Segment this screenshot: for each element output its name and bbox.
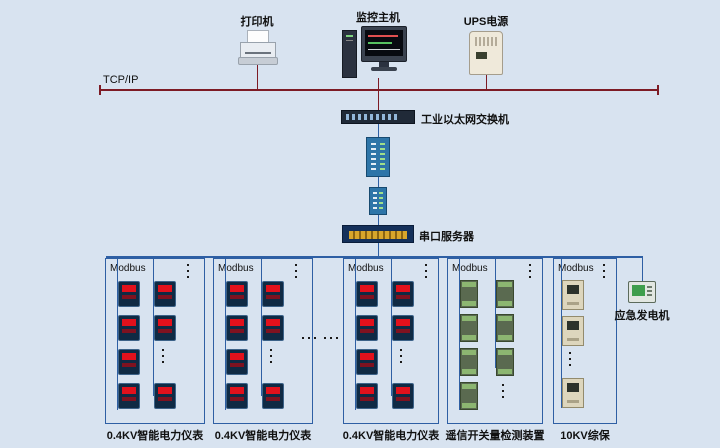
power-meter-icon — [356, 315, 378, 341]
power-meter-icon — [118, 315, 140, 341]
group-bottom-label: 10KV综保 — [560, 430, 610, 442]
group3-left-feeder-line — [355, 258, 356, 410]
modbus-label: Modbus — [110, 263, 146, 274]
group5-feeder-line — [561, 258, 562, 408]
group3-right-feeder-line — [391, 258, 392, 396]
group4-right-feeder-line — [495, 258, 496, 368]
protection-group-box — [553, 258, 617, 424]
switch-label: 工业以太网交换机 — [421, 114, 509, 126]
power-meter-icon — [226, 383, 248, 409]
power-meter-icon — [392, 281, 414, 307]
io-module-icon — [460, 348, 478, 376]
monitor-screen — [365, 30, 403, 56]
ups-icon — [469, 31, 503, 75]
power-meter-icon — [226, 315, 248, 341]
printer-icon — [238, 30, 278, 66]
ellipsis-dots — [425, 264, 427, 280]
bus-to-switch-line — [378, 91, 379, 110]
monitor-stand — [379, 62, 389, 67]
tcp-bus-right-cap — [657, 85, 659, 95]
power-meter-icon — [262, 281, 284, 307]
power-meter-icon — [118, 349, 140, 375]
generator-controller-icon — [628, 281, 656, 303]
group1-left-feeder-line — [117, 258, 118, 410]
modbus-label: Modbus — [348, 263, 384, 274]
tcp-ip-label: TCP/IP — [103, 74, 139, 86]
group2-left-feeder-line — [225, 258, 226, 410]
ellipsis-dots — [324, 337, 340, 339]
printer-drop-line — [257, 65, 258, 89]
monitor-base — [371, 67, 397, 71]
meter-group-box-1 — [105, 258, 205, 424]
power-meter-icon — [226, 349, 248, 375]
io-module-icon — [460, 314, 478, 342]
ellipsis-dots — [162, 349, 164, 365]
group-bottom-label: 遥信开关量检测装置 — [445, 430, 545, 442]
media-converter-icon-small — [369, 187, 387, 215]
io-module-icon — [496, 348, 514, 376]
group4-left-feeder-line — [459, 258, 460, 410]
power-meter-icon — [356, 349, 378, 375]
ellipsis-dots — [529, 264, 531, 280]
ellipsis-dots — [302, 337, 318, 339]
switch-to-converter-line — [378, 124, 379, 137]
ups-label: UPS电源 — [463, 16, 509, 28]
host-drop-line — [378, 78, 379, 89]
io-module-icon — [496, 314, 514, 342]
protection-relay-icon — [562, 378, 584, 408]
ups-drop-line — [486, 75, 487, 89]
power-meter-icon — [262, 315, 284, 341]
ellipsis-dots — [603, 264, 605, 280]
computer-tower — [342, 30, 357, 78]
power-meter-icon — [154, 383, 176, 409]
group-bottom-label: 0.4KV智能电力仪表 — [106, 430, 204, 442]
group-bottom-label: 0.4KV智能电力仪表 — [214, 430, 312, 442]
io-module-icon — [460, 382, 478, 410]
ellipsis-dots — [187, 264, 189, 280]
ellipsis-dots — [270, 349, 272, 365]
power-meter-icon — [262, 383, 284, 409]
power-meter-icon — [154, 281, 176, 307]
protection-relay-icon — [562, 280, 584, 310]
converter-to-serial-line — [378, 215, 379, 225]
media-converter-icon — [366, 137, 390, 177]
meter-group-box-2 — [213, 258, 313, 424]
power-meter-icon — [226, 281, 248, 307]
power-meter-icon — [356, 383, 378, 409]
serial-to-bus-line — [378, 243, 379, 257]
power-meter-icon — [392, 383, 414, 409]
power-meter-icon — [118, 383, 140, 409]
ethernet-switch-icon — [341, 110, 415, 124]
converter-link-line — [378, 177, 379, 187]
modbus-label: Modbus — [452, 263, 488, 274]
modbus-label: Modbus — [218, 263, 254, 274]
printer-body — [240, 42, 276, 58]
tcp-ip-bus-line — [100, 89, 658, 91]
serial-server-icon — [342, 225, 414, 243]
io-module-icon — [496, 280, 514, 308]
power-meter-icon — [356, 281, 378, 307]
generator-drop-line — [642, 258, 643, 281]
group-bottom-label: 0.4KV智能电力仪表 — [342, 430, 440, 442]
ellipsis-dots — [502, 384, 504, 400]
group2-right-feeder-line — [261, 258, 262, 396]
monitor-host-icon — [342, 24, 412, 80]
power-meter-icon — [392, 315, 414, 341]
serial-server-label: 串口服务器 — [419, 231, 474, 243]
ellipsis-dots — [569, 352, 571, 368]
modbus-label: Modbus — [558, 263, 594, 274]
tcp-bus-left-cap — [99, 85, 101, 95]
generator-label: 应急发电机 — [614, 310, 670, 322]
ellipsis-dots — [295, 264, 297, 280]
printer-label: 打印机 — [240, 16, 274, 28]
protection-relay-icon — [562, 316, 584, 346]
power-meter-icon — [118, 281, 140, 307]
power-meter-icon — [154, 315, 176, 341]
ellipsis-dots — [400, 349, 402, 365]
group1-right-feeder-line — [153, 258, 154, 396]
io-module-icon — [460, 280, 478, 308]
printer-tray — [238, 57, 278, 65]
modbus-bus-line — [106, 256, 643, 258]
monitor-host-label: 监控主机 — [356, 12, 400, 24]
